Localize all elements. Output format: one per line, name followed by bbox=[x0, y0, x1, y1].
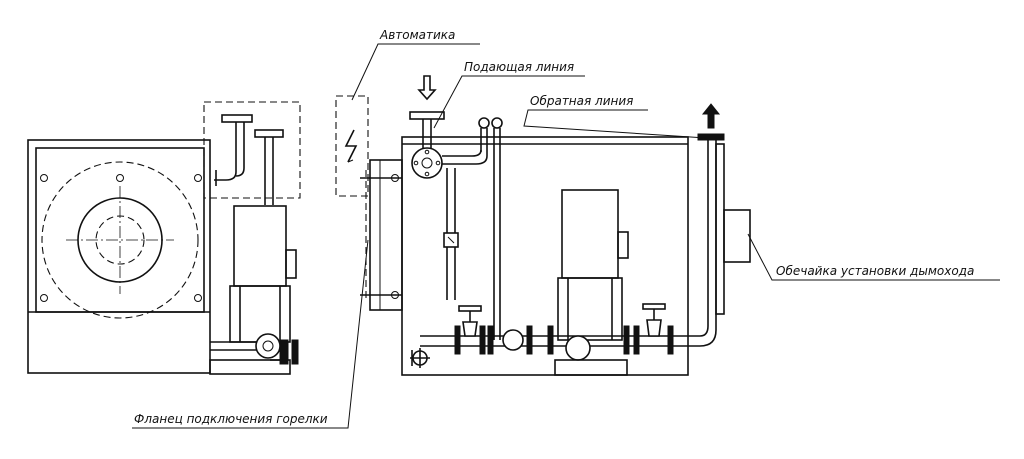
label-automation: Автоматика bbox=[379, 28, 455, 42]
front-housing bbox=[27, 139, 211, 374]
side-pump-body bbox=[557, 277, 623, 341]
burner-flange-plate bbox=[369, 159, 403, 311]
lightning-icon bbox=[344, 129, 358, 163]
return-arrow-icon bbox=[701, 103, 721, 129]
supply-arrow-icon bbox=[417, 75, 437, 101]
front-pump-bottom bbox=[229, 285, 291, 343]
front-automation-box bbox=[203, 101, 301, 199]
front-pump-top bbox=[233, 205, 287, 287]
chimney-frame bbox=[715, 143, 725, 315]
label-burner-flange: Фланец подключения горелки bbox=[134, 412, 328, 426]
gauge-2 bbox=[491, 117, 503, 129]
fan-circle bbox=[41, 161, 199, 319]
side-view bbox=[360, 111, 751, 376]
gauge-1 bbox=[478, 117, 490, 129]
flow-arrows bbox=[417, 75, 721, 129]
chimney-shell bbox=[723, 209, 751, 263]
side-housing bbox=[401, 136, 689, 376]
side-pump-motor bbox=[561, 189, 619, 279]
leader-lines bbox=[132, 43, 1000, 429]
supply-flange bbox=[411, 147, 443, 179]
label-supply-line: Подающая линия bbox=[464, 60, 574, 74]
label-chimney-shell: Обечайка установки дымохода bbox=[776, 264, 974, 278]
automation-box bbox=[335, 95, 369, 197]
label-return-line: Обратная линия bbox=[530, 94, 633, 108]
front-view bbox=[27, 101, 301, 375]
